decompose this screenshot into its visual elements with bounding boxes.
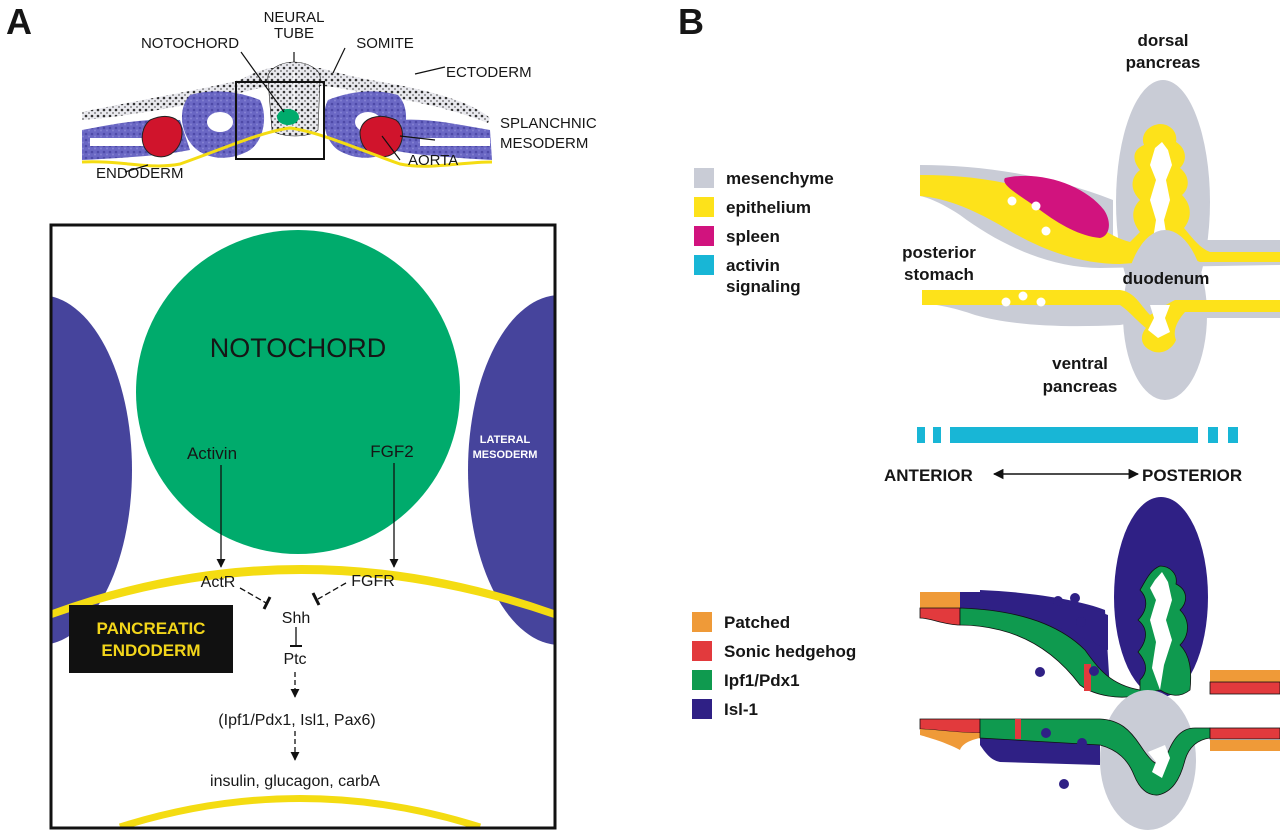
activin-label: Activin xyxy=(187,444,237,463)
inset-box-indicator xyxy=(235,81,325,160)
lower-patched-posterior xyxy=(1210,740,1280,751)
label-neural-tube-2: TUBE xyxy=(274,25,314,42)
label-dorsal-pancreas-2: pancreas xyxy=(1126,53,1201,72)
label-endoderm: ENDODERM xyxy=(96,165,184,182)
activin-bar-segment xyxy=(933,427,941,443)
upper-patched-anterior xyxy=(920,592,960,608)
notochord-small xyxy=(277,109,299,125)
fgf2-label: FGF2 xyxy=(370,442,413,461)
shh-label: Shh xyxy=(282,610,310,627)
upper-ipf1-band xyxy=(959,565,1192,698)
activin-signaling-bar xyxy=(917,427,1238,443)
legend-label: Patched xyxy=(724,613,790,632)
lower-ipf1-band xyxy=(979,718,1211,796)
somite-left-lumen xyxy=(207,112,233,132)
upper-shh-anterior xyxy=(919,607,961,626)
lateral-mesoderm-label-2: MESODERM xyxy=(473,449,538,461)
inset-frame xyxy=(49,223,557,830)
pancreatic-endoderm-label-2: ENDODERM xyxy=(101,641,200,660)
products-label: insulin, glucagon, carbA xyxy=(210,773,380,790)
lower-gut-epithelium xyxy=(922,290,1280,353)
lower-patched-anterior xyxy=(920,729,980,750)
legend-label: Isl-1 xyxy=(724,700,758,719)
legend-label: spleen xyxy=(726,227,780,246)
legend-swatch xyxy=(694,255,714,275)
legend-label: Sonic hedgehog xyxy=(724,642,856,661)
legend-tissues: mesenchyme epithelium spleen activin signali… xyxy=(694,168,834,296)
legend-swatch xyxy=(692,641,712,661)
fgfr-label: FGFR xyxy=(351,573,395,590)
upper-shh-stripe xyxy=(1084,664,1091,691)
activin-bar-segment xyxy=(917,427,925,443)
legend-label: Ipf1/Pdx1 xyxy=(724,671,800,690)
lateral-mesoderm-right xyxy=(468,295,554,645)
label-posterior-stomach-2: stomach xyxy=(904,265,974,284)
inset-diagram: NOTOCHORD LATERAL MESODERM Activin FGF2 … xyxy=(49,223,557,830)
lateral-mesoderm-left xyxy=(52,296,132,644)
endoderm-curve-bottom xyxy=(118,795,482,827)
spleen xyxy=(1004,175,1109,238)
genes-label: (Ipf1/Pdx1, Isl1, Pax6) xyxy=(218,712,375,729)
lower-isl1-region xyxy=(980,738,1100,765)
legend-label: epithelium xyxy=(726,198,811,217)
axis-anterior-label: ANTERIOR xyxy=(884,466,973,485)
label-neural-tube-1: NEURAL xyxy=(264,9,325,26)
label-somite: SOMITE xyxy=(356,35,414,52)
lower-shh-posterior xyxy=(1209,727,1280,740)
label-aorta: AORTA xyxy=(408,152,458,169)
cross-section-diagram: NEURAL TUBE NOTOCHORD SOMITE ECTODERM SP… xyxy=(81,9,597,182)
label-ventral-pancreas-2: pancreas xyxy=(1043,377,1118,396)
actr-label: ActR xyxy=(201,574,236,591)
leader-lines xyxy=(124,47,446,173)
activin-bar-segment xyxy=(950,427,1198,443)
label-posterior-stomach-1: posterior xyxy=(902,243,976,262)
label-ventral-pancreas-1: ventral xyxy=(1052,354,1108,373)
legend-swatch xyxy=(694,226,714,246)
legend-swatch xyxy=(692,670,712,690)
lower-shh-stripe xyxy=(1015,719,1021,739)
legend-label: mesenchyme xyxy=(726,169,834,188)
endoderm-curve-top xyxy=(52,565,554,618)
legend-label-line2: signaling xyxy=(726,277,801,296)
panel-letter-b: B xyxy=(678,1,704,42)
label-splanchnic-1: SPLANCHNIC xyxy=(500,115,597,132)
activin-bar-segment xyxy=(1228,427,1238,443)
axis-posterior-label: POSTERIOR xyxy=(1142,466,1242,485)
lower-lumen xyxy=(1148,745,1170,778)
aorta-left xyxy=(141,116,183,158)
ptc-label: Ptc xyxy=(283,651,306,668)
inset-notochord-label: NOTOCHORD xyxy=(210,333,387,363)
endoderm-layer xyxy=(81,126,493,168)
panel-letter-a: A xyxy=(6,1,32,42)
pancreatic-endoderm-label-1: PANCREATIC xyxy=(97,619,206,638)
legend-swatch xyxy=(692,699,712,719)
upper-patched-posterior xyxy=(1210,670,1280,682)
legend-label: activin xyxy=(726,256,780,275)
notochord-circle xyxy=(136,230,460,554)
gut-diagram-tissues: dorsal pancreas posterior stomach duoden… xyxy=(902,31,1280,400)
ventral-lumen xyxy=(1148,305,1170,338)
legend-swatch xyxy=(694,197,714,217)
pancreatic-endoderm-box xyxy=(69,605,233,673)
label-duodenum: duodenum xyxy=(1123,269,1210,288)
legend-swatch xyxy=(692,612,712,632)
upper-shh-posterior xyxy=(1209,681,1280,695)
activin-bar-segment xyxy=(1208,427,1218,443)
label-splanchnic-2: MESODERM xyxy=(500,135,588,152)
signaling-arrows xyxy=(216,463,399,761)
label-dorsal-pancreas-1: dorsal xyxy=(1137,31,1188,50)
label-ectoderm: ECTODERM xyxy=(446,64,532,81)
gene-expression-diagram xyxy=(919,497,1280,830)
legend-swatch xyxy=(694,168,714,188)
upper-gut-epithelium xyxy=(920,124,1280,264)
label-notochord: NOTOCHORD xyxy=(141,35,239,52)
upper-lumen xyxy=(1150,572,1172,690)
upper-isl1-anterior xyxy=(960,592,1108,650)
lateral-mesoderm-label-1: LATERAL xyxy=(480,434,531,446)
dorsal-lumen xyxy=(1150,142,1172,262)
